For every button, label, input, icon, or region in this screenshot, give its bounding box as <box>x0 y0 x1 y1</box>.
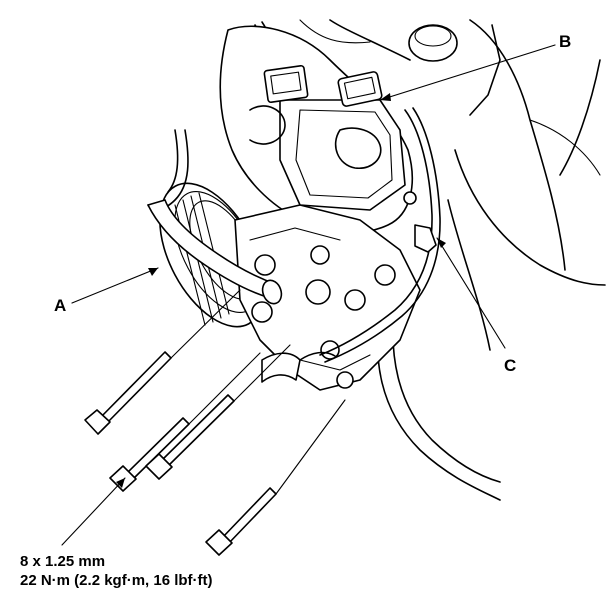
arrowhead-c <box>437 238 446 248</box>
bolt-size-label: 8 x 1.25 mm <box>20 553 105 570</box>
mounting-bolts <box>84 289 346 556</box>
hose-a <box>147 129 283 305</box>
callout-c: C <box>504 356 516 375</box>
bolt-3 <box>145 394 235 480</box>
leader-lines <box>61 44 556 546</box>
arrowhead-a <box>148 268 158 276</box>
bolt-1 <box>84 351 172 435</box>
bolt-4 <box>205 487 277 556</box>
callout-b: B <box>559 32 571 51</box>
torque-value-label: 22 N·m (2.2 kgf·m, 16 lbf·ft) <box>20 572 213 589</box>
arrowhead-b <box>380 93 391 101</box>
clamp-c <box>403 191 437 253</box>
compressor-body <box>219 25 414 234</box>
connector-b <box>263 64 383 107</box>
discharge-hose <box>261 107 441 383</box>
arrowhead-spec <box>116 478 125 488</box>
callout-a: A <box>54 296 66 315</box>
